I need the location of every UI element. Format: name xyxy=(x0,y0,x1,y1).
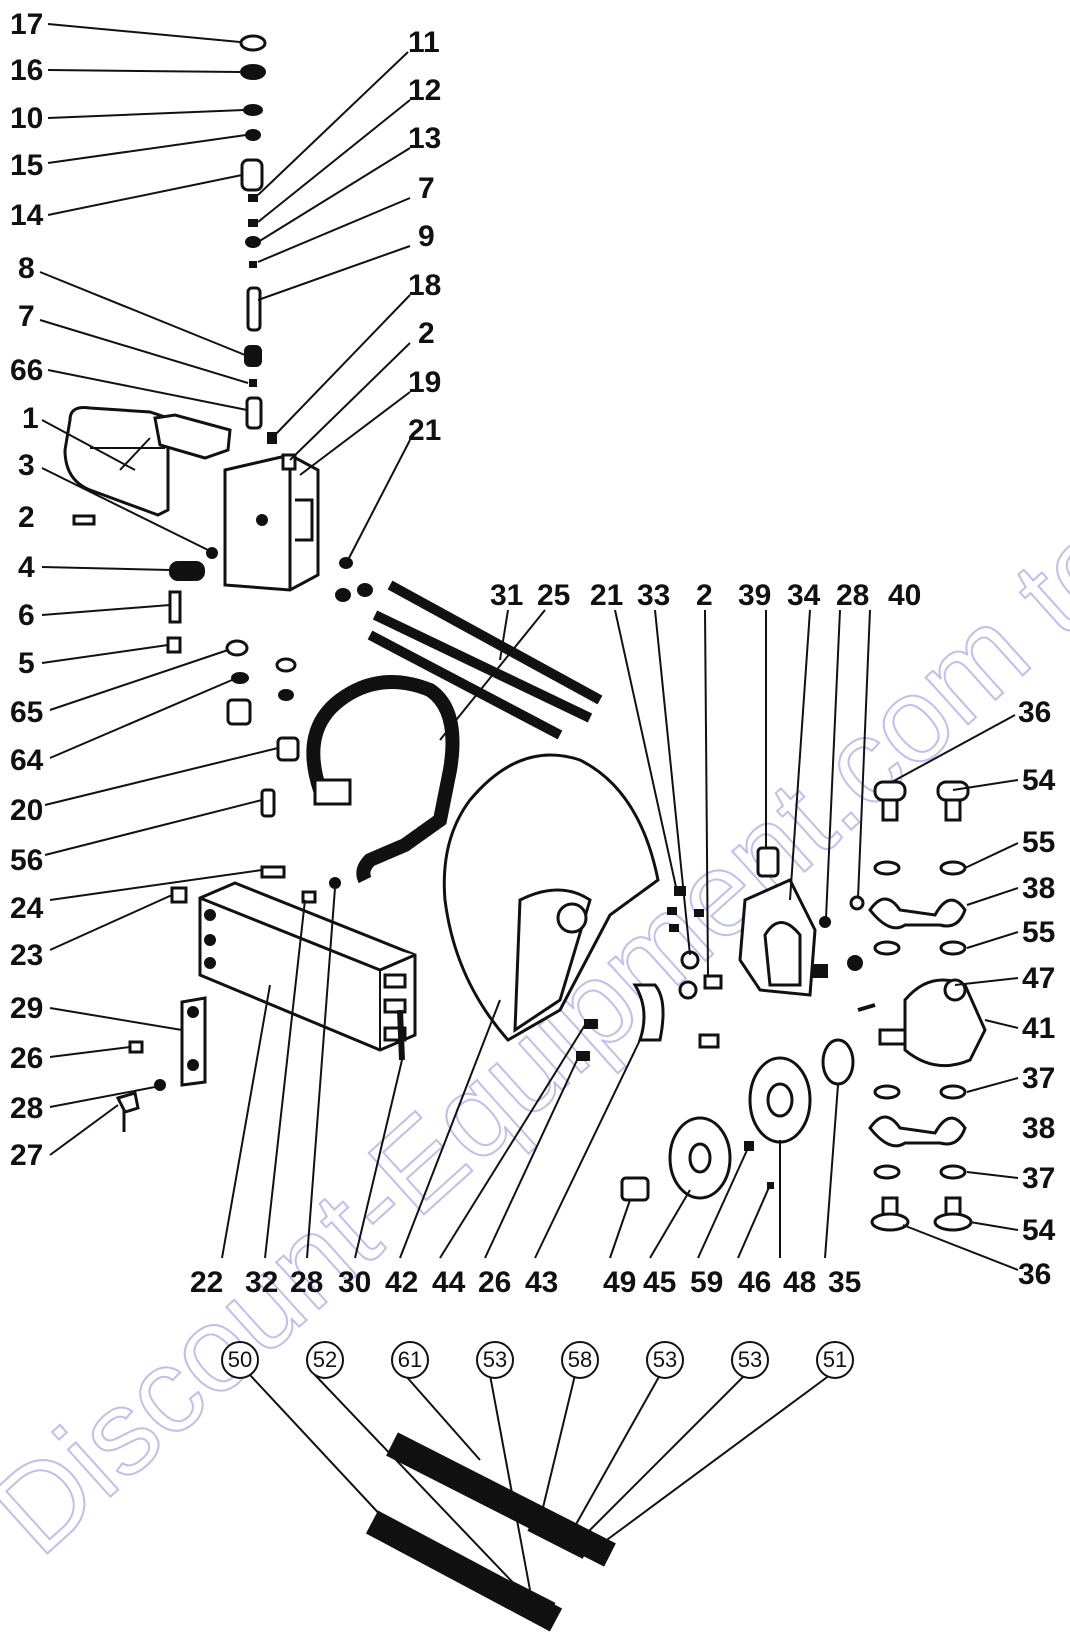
label: 21 xyxy=(408,414,441,447)
label: 3 xyxy=(18,449,35,482)
label: 20 xyxy=(10,794,43,827)
label: 28 xyxy=(10,1092,43,1125)
label: 64 xyxy=(10,744,44,777)
label: 29 xyxy=(10,992,43,1025)
label: 8 xyxy=(18,252,35,285)
label: 49 xyxy=(603,1266,636,1299)
label: 2 xyxy=(418,317,435,350)
label: 46 xyxy=(738,1266,771,1299)
label: 34 xyxy=(787,579,821,612)
label: 39 xyxy=(738,579,771,612)
label: 43 xyxy=(525,1266,558,1299)
label: 11 xyxy=(408,26,440,59)
label: 10 xyxy=(10,102,43,135)
label: 56 xyxy=(10,844,43,877)
label-circle xyxy=(391,1341,429,1379)
label: 37 xyxy=(1022,1062,1055,1095)
label: 54 xyxy=(1022,1214,1056,1247)
label: 48 xyxy=(783,1266,816,1299)
label: 38 xyxy=(1022,872,1055,905)
part-drawings xyxy=(63,34,987,1632)
label: 24 xyxy=(10,892,44,925)
label: 51 xyxy=(823,1347,847,1372)
labels-bottom: 22 32 28 30 42 44 26 43 49 45 59 46 48 3… xyxy=(190,1266,861,1299)
label: 45 xyxy=(643,1266,676,1299)
label: 4 xyxy=(18,551,35,584)
label: 19 xyxy=(408,366,441,399)
label: 52 xyxy=(313,1347,337,1372)
label: 58 xyxy=(568,1347,592,1372)
label-circle xyxy=(476,1341,514,1379)
label: 31 xyxy=(490,579,523,612)
label: 53 xyxy=(653,1347,677,1372)
labels-right: 36 54 55 38 55 47 41 37 38 37 54 36 xyxy=(1018,696,1056,1291)
label: 55 xyxy=(1022,916,1055,949)
label: 25 xyxy=(537,579,570,612)
label: 41 xyxy=(1022,1012,1055,1045)
label: 1 xyxy=(22,402,39,435)
labels-top-right: 11 12 13 7 9 18 2 19 21 xyxy=(408,26,441,447)
label: 2 xyxy=(18,501,35,534)
label: 61 xyxy=(398,1347,422,1372)
label: 37 xyxy=(1022,1162,1055,1195)
labels-row-top: 31 25 21 33 2 39 34 28 40 xyxy=(490,579,921,612)
label: 40 xyxy=(888,579,921,612)
label: 30 xyxy=(338,1266,371,1299)
label: 59 xyxy=(690,1266,723,1299)
label: 21 xyxy=(590,579,623,612)
label: 12 xyxy=(408,74,441,107)
label-circle xyxy=(306,1341,344,1379)
label-circle xyxy=(561,1341,599,1379)
label: 28 xyxy=(290,1266,323,1299)
label-circle xyxy=(731,1341,769,1379)
label-circle xyxy=(816,1341,854,1379)
label: 6 xyxy=(18,599,35,632)
label: 14 xyxy=(10,199,44,232)
label: 33 xyxy=(637,579,670,612)
label-circle xyxy=(646,1341,684,1379)
label: 36 xyxy=(1018,1258,1051,1291)
label: 7 xyxy=(18,300,35,333)
label: 38 xyxy=(1022,1112,1055,1145)
label: 50 xyxy=(228,1347,252,1372)
label: 16 xyxy=(10,54,43,87)
label: 2 xyxy=(696,579,713,612)
label: 9 xyxy=(418,220,435,253)
label: 13 xyxy=(408,122,441,155)
label: 7 xyxy=(418,172,435,205)
label: 47 xyxy=(1022,962,1055,995)
label: 28 xyxy=(836,579,869,612)
label: 32 xyxy=(245,1266,278,1299)
label: 42 xyxy=(385,1266,418,1299)
label: 36 xyxy=(1018,696,1051,729)
labels-left: 17 16 10 15 14 8 7 66 1 3 2 4 6 5 65 64 … xyxy=(10,8,44,1172)
labels-circled: 50 52 61 53 58 53 53 51 xyxy=(221,1341,854,1379)
label: 35 xyxy=(828,1266,861,1299)
label: 26 xyxy=(478,1266,511,1299)
label: 65 xyxy=(10,696,43,729)
label: 53 xyxy=(483,1347,507,1372)
label: 53 xyxy=(738,1347,762,1372)
label: 18 xyxy=(408,269,441,302)
label-circle xyxy=(221,1341,259,1379)
label: 55 xyxy=(1022,826,1055,859)
leader-lines xyxy=(39,23,1019,1591)
label: 27 xyxy=(10,1139,43,1172)
label: 26 xyxy=(10,1042,43,1075)
label: 22 xyxy=(190,1266,223,1299)
label: 23 xyxy=(10,939,43,972)
label: 5 xyxy=(18,647,35,680)
label: 44 xyxy=(432,1266,466,1299)
label: 54 xyxy=(1022,764,1056,797)
label: 15 xyxy=(10,149,43,182)
label: 66 xyxy=(10,354,43,387)
label: 17 xyxy=(10,8,43,41)
